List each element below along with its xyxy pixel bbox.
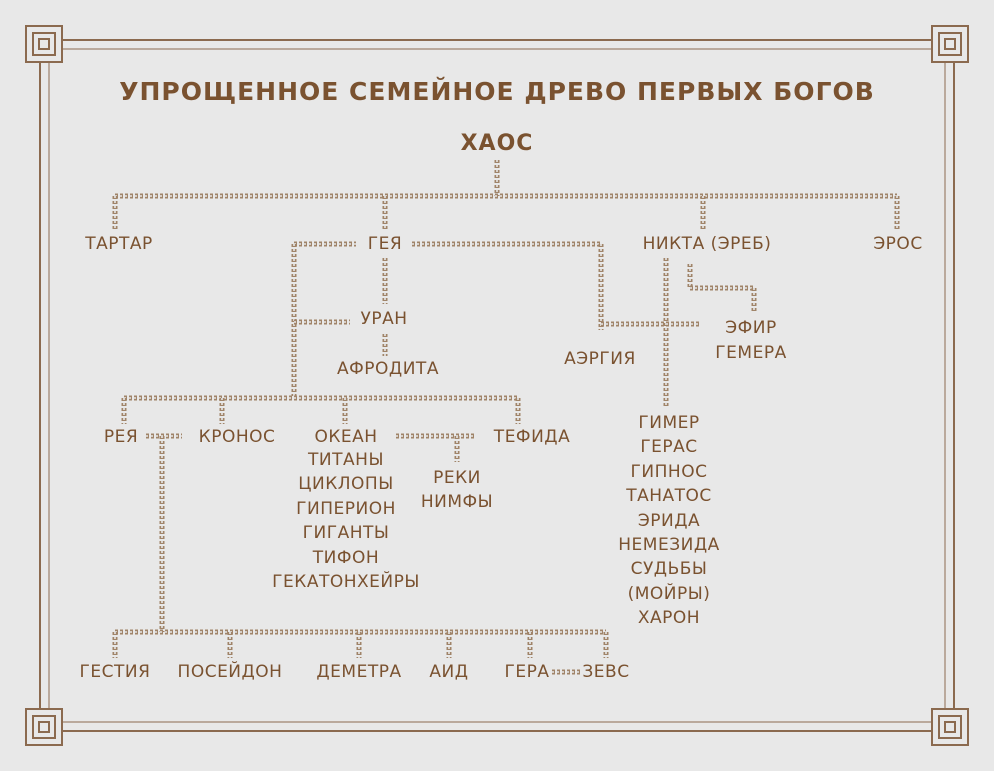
node-efir: ЭФИР <box>725 318 777 338</box>
node-kronos: КРОНОС <box>198 427 276 447</box>
node-nikta: НИКТА (ЭРЕБ) <box>642 234 772 254</box>
node-reki: РЕКИ <box>433 468 481 488</box>
node-tefida: ТЕФИДА <box>493 427 571 447</box>
node-uran: УРАН <box>360 309 408 329</box>
node-tartar: ТАРТАР <box>85 234 153 254</box>
frame-outer <box>39 39 955 732</box>
node-poseydon: ПОСЕЙДОН <box>177 662 283 682</box>
node-demetra: ДЕМЕТРА <box>316 662 402 682</box>
frame-inner <box>48 48 946 723</box>
list-item: ГИПЕРИОН <box>296 498 396 519</box>
nikta-children-list: ГИМЕР ГЕРАС ГИПНОС ТАНАТОС ЭРИДА НЕМЕЗИД… <box>618 411 719 631</box>
node-nimfy: НИМФЫ <box>420 492 494 512</box>
list-item: ТИФОН <box>312 547 380 568</box>
node-chaos: ХАОС <box>460 131 534 156</box>
frame-corner-bottom-left <box>25 708 63 746</box>
node-geya: ГЕЯ <box>367 234 403 254</box>
node-zevs: ЗЕВС <box>582 662 630 682</box>
node-okean: ОКЕАН <box>314 427 378 447</box>
list-item: ЦИКЛОПЫ <box>298 474 394 495</box>
list-item: (МОЙРЫ) <box>627 583 711 604</box>
list-item: ЭРИДА <box>637 510 701 531</box>
list-item: ГИГАНТЫ <box>302 523 390 544</box>
node-afrodita: АФРОДИТА <box>337 359 439 379</box>
node-aergiya: АЭРГИЯ <box>564 349 636 369</box>
node-aid: АИД <box>429 662 469 682</box>
list-item: ТИТАНЫ <box>308 450 384 470</box>
list-item: ГИМЕР <box>638 413 700 433</box>
list-item: ГЕКАТОНХЕЙРЫ <box>272 572 420 593</box>
node-gemera: ГЕМЕРА <box>715 343 787 363</box>
frame-corner-bottom-right <box>931 708 969 746</box>
list-item: ТАНАТОС <box>626 486 712 507</box>
frame-corner-top-left <box>25 25 63 63</box>
list-item: НЕМЕЗИДА <box>618 535 720 556</box>
node-eros: ЭРОС <box>873 234 923 254</box>
node-gestiya: ГЕСТИЯ <box>79 662 151 682</box>
list-item: СУДЬБЫ <box>630 559 708 580</box>
list-item: ХАРОН <box>637 608 701 629</box>
okean-siblings-list: ТИТАНЫ ЦИКЛОПЫ ГИПЕРИОН ГИГАНТЫ ТИФОН ГЕ… <box>272 448 420 594</box>
diagram-title: УПРОЩЕННОЕ СЕМЕЙНОЕ ДРЕВО ПЕРВЫХ БОГОВ <box>119 77 875 106</box>
list-item: ГИПНОС <box>630 461 708 482</box>
list-item: ГЕРАС <box>640 437 698 458</box>
node-gera: ГЕРА <box>504 662 550 682</box>
node-reya: РЕЯ <box>103 427 139 447</box>
frame-corner-top-right <box>931 25 969 63</box>
